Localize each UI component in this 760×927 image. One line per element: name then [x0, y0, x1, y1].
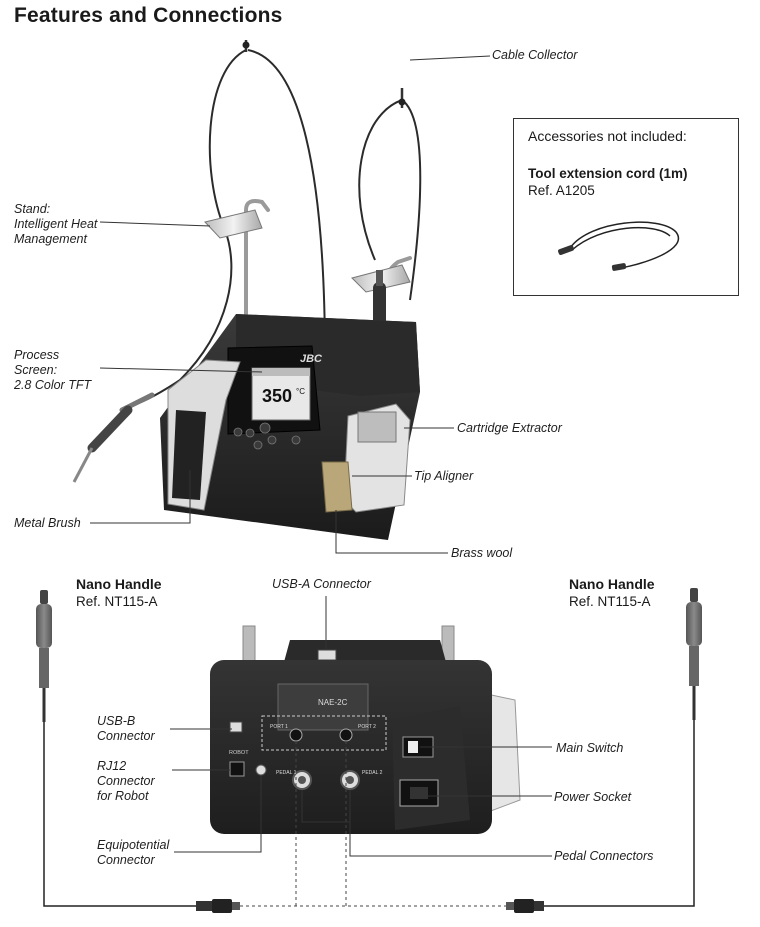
page-title: Features and Connections	[14, 4, 283, 27]
rating-plate	[277, 683, 369, 731]
label-tip-aligner: Tip Aligner	[414, 469, 474, 483]
label-usb-b: USB-B Connector	[97, 714, 155, 743]
accessory-item-ref: Ref. A1205	[528, 183, 595, 198]
accessories-heading: Accessories not included:	[528, 128, 687, 144]
robot-label: ROBOT	[229, 750, 249, 756]
front-buttons	[233, 422, 301, 450]
usb-b-port	[229, 721, 243, 733]
tft-screen	[251, 367, 311, 421]
accessory-item-name: Tool extension cord (1m)	[528, 166, 688, 181]
port-1	[289, 728, 303, 742]
label-stand: Stand: Intelligent Heat Management	[14, 202, 98, 246]
cable-collector-right	[398, 98, 406, 106]
handle-left-caption: Nano Handle Ref. NT115-A	[76, 576, 162, 610]
screen-temperature: 350	[262, 386, 292, 406]
cable-collector-left	[242, 41, 250, 49]
label-power-socket: Power Socket	[554, 790, 632, 804]
usb-a-port	[317, 649, 337, 661]
label-metal-brush: Metal Brush	[14, 516, 81, 530]
port-dashed-box	[261, 715, 387, 751]
leader-lines-top	[90, 55, 491, 554]
label-rj12: RJ12 Connector for Robot	[97, 759, 155, 803]
dashed-connections	[240, 741, 506, 907]
label-cable-collector: Cable Collector	[492, 48, 578, 62]
cable-collector-rods	[244, 40, 404, 108]
label-brass-wool: Brass wool	[451, 546, 513, 560]
label-pedal-connectors: Pedal Connectors	[554, 849, 654, 863]
label-equipotential: Equipotential Connector	[97, 838, 170, 867]
nano-handle-left	[36, 590, 52, 722]
pedal-2-label: PEDAL 2	[362, 770, 383, 776]
model-label: NAE-2C	[318, 698, 348, 707]
brand-logo: JBC	[300, 353, 323, 365]
screen-unit: °C	[296, 387, 305, 396]
inline-connector-right	[506, 899, 544, 913]
stand-clip-left	[204, 209, 263, 239]
accessories-box: Accessories not included: Tool extension…	[513, 118, 739, 296]
rear-top-block	[284, 640, 446, 662]
handle-right-ref: Ref. NT115-A	[569, 594, 651, 609]
handle-cables	[119, 49, 422, 411]
port-2	[339, 728, 353, 742]
equipotential-port	[255, 764, 267, 776]
handle-right-caption: Nano Handle Ref. NT115-A	[569, 576, 655, 610]
label-usb-a: USB-A Connector	[272, 577, 371, 591]
handle-left-ref: Ref. NT115-A	[76, 594, 158, 609]
handle-left-name: Nano Handle	[76, 576, 162, 592]
handle-cords	[43, 720, 695, 907]
loose-handle	[72, 392, 155, 483]
port-1-label: PORT 1	[270, 724, 288, 730]
port-2-label: PORT 2	[358, 724, 376, 730]
leader-lines-bottom	[170, 596, 552, 857]
pedal-1-label: PEDAL 1	[276, 770, 297, 776]
inline-connector-left	[196, 899, 240, 913]
nano-handle-right	[686, 588, 702, 720]
label-main-switch: Main Switch	[556, 741, 624, 755]
brass-wool	[321, 461, 353, 513]
extension-cord	[569, 221, 680, 269]
rj12-port	[229, 761, 245, 777]
label-cartridge-extractor: Cartridge Extractor	[457, 421, 562, 435]
handle-right-name: Nano Handle	[569, 576, 655, 592]
metal-brush	[172, 410, 206, 500]
label-process-screen: Process Screen: 2.8 Color TFT	[14, 348, 92, 392]
